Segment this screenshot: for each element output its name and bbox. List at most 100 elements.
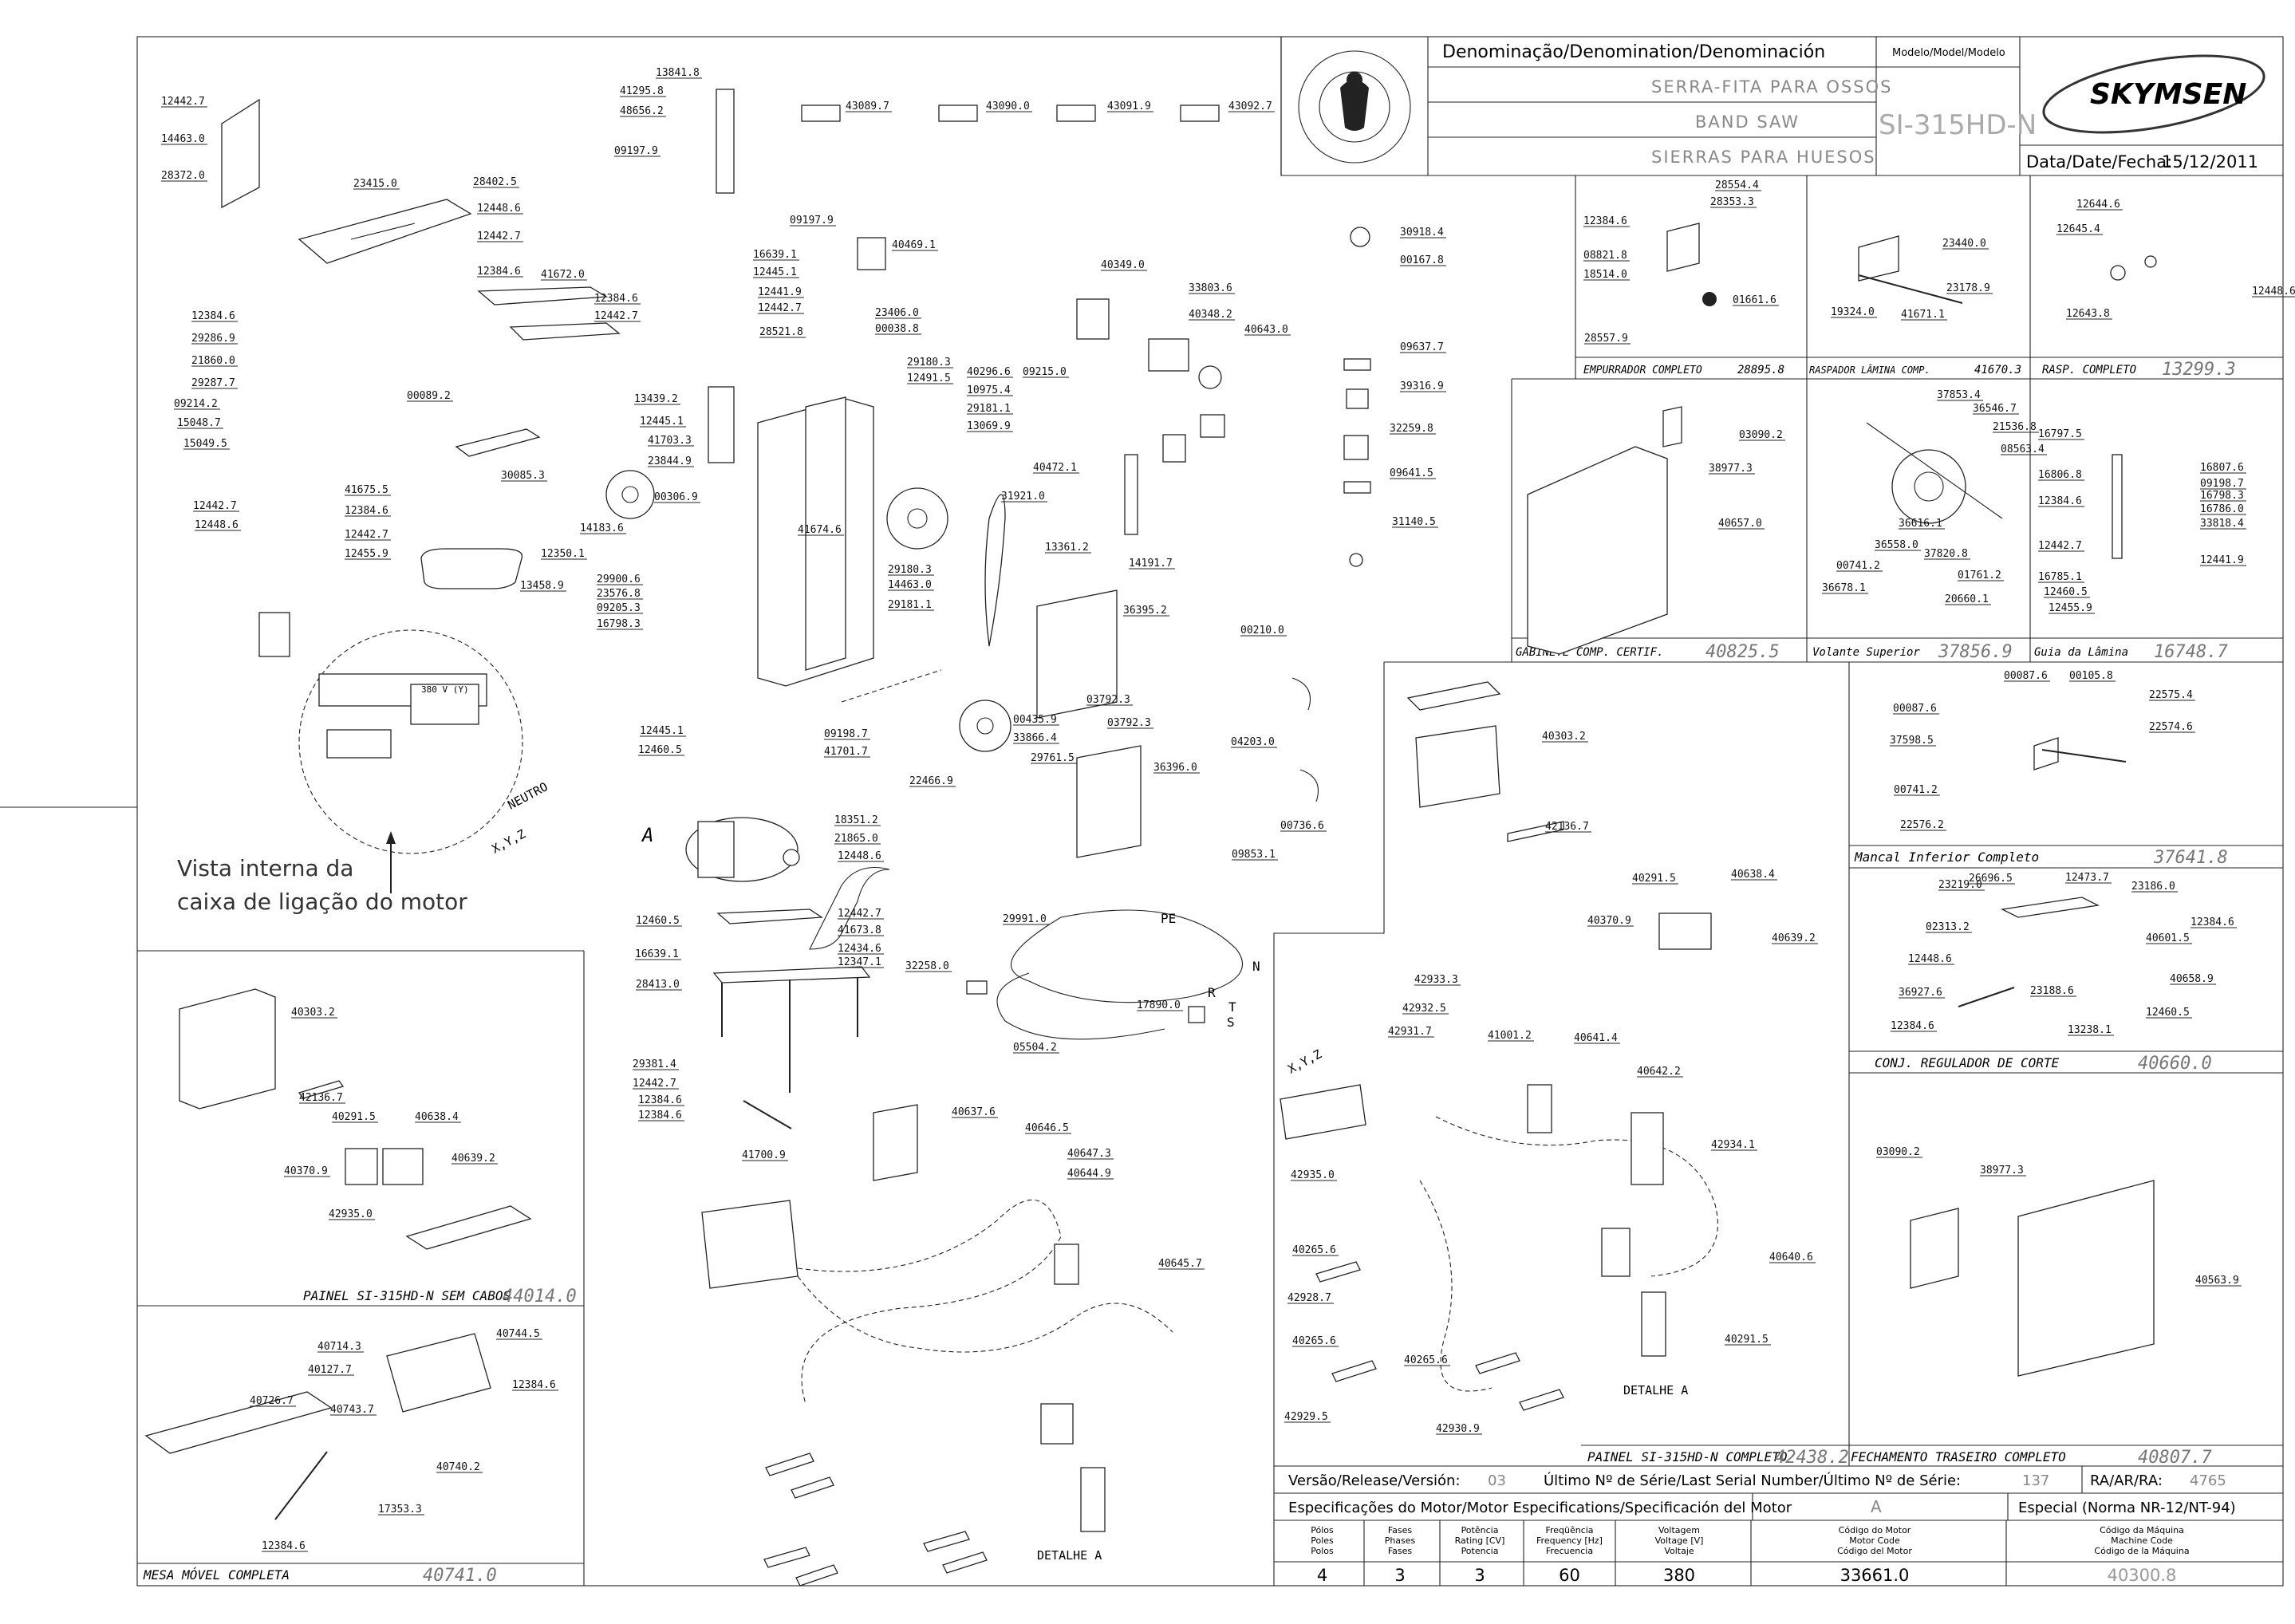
spec-value-3: 60 <box>1559 1566 1580 1585</box>
part-label-216: 40265.6 <box>1292 1244 1336 1256</box>
part-label-208: 42932.5 <box>1402 1003 1446 1015</box>
part-label-187: 23219.0 <box>1938 879 1982 891</box>
part-label-219: 40265.6 <box>1404 1354 1448 1366</box>
part-label-135: 17353.3 <box>378 1504 422 1516</box>
part-label-206: 40639.2 <box>1772 932 1816 944</box>
drawing-misc-symbols <box>1291 227 1371 802</box>
part-label-124: 40638.4 <box>415 1111 459 1123</box>
part-label-61: 16798.3 <box>597 618 641 630</box>
sub-name-10: PAINEL SI-315HD-N COMPLETO <box>1587 1449 1787 1464</box>
part-label-60: 09205.3 <box>597 602 641 614</box>
part-label-152: 03090.2 <box>1739 429 1783 441</box>
part-label-207: 42933.3 <box>1414 974 1458 986</box>
part-label-137: 28554.4 <box>1715 179 1759 191</box>
part-label-196: 36927.6 <box>1899 987 1942 999</box>
part-label-182: 00087.6 <box>1893 703 1937 715</box>
drawing-guard-panel <box>221 89 1220 589</box>
part-label-181: 22575.4 <box>2149 689 2193 701</box>
part-label-20: 29286.9 <box>191 333 235 345</box>
part-label-199: 12384.6 <box>1891 1020 1934 1032</box>
part-label-29: 12384.6 <box>345 505 388 517</box>
part-label-116: 40637.6 <box>952 1106 996 1118</box>
part-label-166: 16797.5 <box>2038 428 2082 440</box>
part-label-189: 12473.7 <box>2065 872 2109 884</box>
sub-code-10: 42438.2 <box>1775 1448 1849 1468</box>
part-label-46: 10975.4 <box>967 384 1011 396</box>
spec-header-1-1: Phases <box>1385 1535 1416 1546</box>
sub-code-11: 40807.7 <box>2138 1448 2212 1468</box>
motor-a-label: A <box>641 824 653 846</box>
skymsen-logo: SKYMSEN <box>2042 54 2265 134</box>
spec-header-5-2: Código del Motor <box>1837 1546 1912 1556</box>
date-value: 15/12/2011 <box>2162 152 2258 171</box>
part-label-23: 09214.2 <box>174 398 218 410</box>
sub-code-1: 41670.3 <box>1974 364 2021 376</box>
part-label-185: 00741.2 <box>1894 784 1938 796</box>
part-label-102: 12434.6 <box>838 943 881 955</box>
model-number: SI-315HD-N <box>1879 109 2037 141</box>
part-label-171: 16798.3 <box>2200 490 2244 502</box>
part-label-169: 09198.7 <box>2200 478 2244 490</box>
volt-label: 380 V (Y) <box>421 684 469 695</box>
part-label-10: 48656.2 <box>620 105 664 117</box>
part-label-40: 28521.8 <box>759 326 803 338</box>
spec-header-6-1: Machine Code <box>2111 1535 2173 1546</box>
part-label-17: 12384.6 <box>594 293 638 305</box>
spec-header-1-0: Fases <box>1388 1525 1413 1535</box>
spec-header-2-1: Rating [CV] <box>1455 1535 1505 1546</box>
part-label-200: 13238.1 <box>2068 1024 2112 1036</box>
part-label-209: 42931.7 <box>1388 1026 1432 1038</box>
part-label-37: 12445.1 <box>753 266 797 278</box>
part-label-176: 16785.1 <box>2038 571 2082 583</box>
motor-box-caption-1: Vista interna da <box>177 855 353 881</box>
part-label-59: 23576.8 <box>597 588 641 600</box>
part-label-167: 16807.6 <box>2200 462 2244 474</box>
spec-header-5-0: Código do Motor <box>1839 1525 1911 1535</box>
part-label-97: 22466.9 <box>909 775 953 787</box>
part-label-126: 40639.2 <box>452 1153 495 1165</box>
sub-name-1: RASPADOR LÂMINA COMP. <box>1809 364 1930 376</box>
sub-name-2: RASP. COMPLETO <box>2042 364 2136 376</box>
drawing-left-panels <box>144 988 532 1520</box>
ra-value: 4765 <box>2190 1472 2226 1489</box>
pe-label: PE <box>1161 911 1176 926</box>
part-label-19: 12384.6 <box>191 310 235 322</box>
part-label-157: 21536.8 <box>1993 421 2037 433</box>
part-label-56: 12350.1 <box>541 548 585 560</box>
drawing-wiring-center: PE N R T S <box>966 909 1260 1040</box>
part-label-224: 38977.3 <box>1980 1165 2024 1177</box>
part-label-125: 40370.9 <box>284 1165 328 1177</box>
spec-header-6-0: Código da Máquina <box>2100 1525 2184 1535</box>
title-block: Denominação/Denomination/Denominación Mo… <box>1298 42 2265 171</box>
motor-box-caption-2: caixa de ligação do motor <box>177 889 467 915</box>
part-label-65: 09198.7 <box>824 728 868 740</box>
part-label-188: 26696.5 <box>1969 873 2013 885</box>
part-label-117: 40646.5 <box>1025 1122 1069 1134</box>
part-label-165: 20660.1 <box>1945 593 1989 605</box>
part-label-214: 42935.0 <box>1291 1169 1335 1181</box>
part-label-143: 28557.9 <box>1584 333 1628 345</box>
sub-code-0: 28895.8 <box>1737 364 1784 376</box>
part-label-63: 14463.0 <box>888 579 932 591</box>
spec-header-5-1: Motor Code <box>1849 1535 1900 1546</box>
part-label-36: 16639.1 <box>753 249 797 261</box>
part-label-150: 12643.8 <box>2066 308 2110 320</box>
part-label-112: 05504.2 <box>1013 1042 1057 1054</box>
spec-header-0-2: Polos <box>1311 1546 1334 1556</box>
part-label-145: 23178.9 <box>1946 282 1990 294</box>
part-label-32: 12442.7 <box>193 500 237 512</box>
part-label-164: 36678.1 <box>1822 582 1866 594</box>
part-label-47: 29181.1 <box>967 403 1011 415</box>
motor-spec-footer: Versão/Release/Versión: 03 Último Nº de … <box>1288 1472 2236 1586</box>
part-label-134: 40740.2 <box>436 1461 480 1473</box>
part-label-34: 09197.9 <box>790 215 834 227</box>
part-label-54: 41674.6 <box>798 524 842 536</box>
part-label-24: 15048.7 <box>177 417 221 429</box>
part-label-179: 00087.6 <box>2004 670 2048 682</box>
drawing-motor-connection-box: 380 V (Y) NEUTRO X,Y,Z Vista interna da … <box>177 612 653 915</box>
part-label-1: 14463.0 <box>161 133 205 145</box>
part-label-110: 29991.0 <box>1003 913 1047 925</box>
sub-code-4: 37856.9 <box>1938 642 2013 662</box>
sub-code-5: 16748.7 <box>2154 642 2228 662</box>
part-label-11: 09197.9 <box>614 145 658 157</box>
